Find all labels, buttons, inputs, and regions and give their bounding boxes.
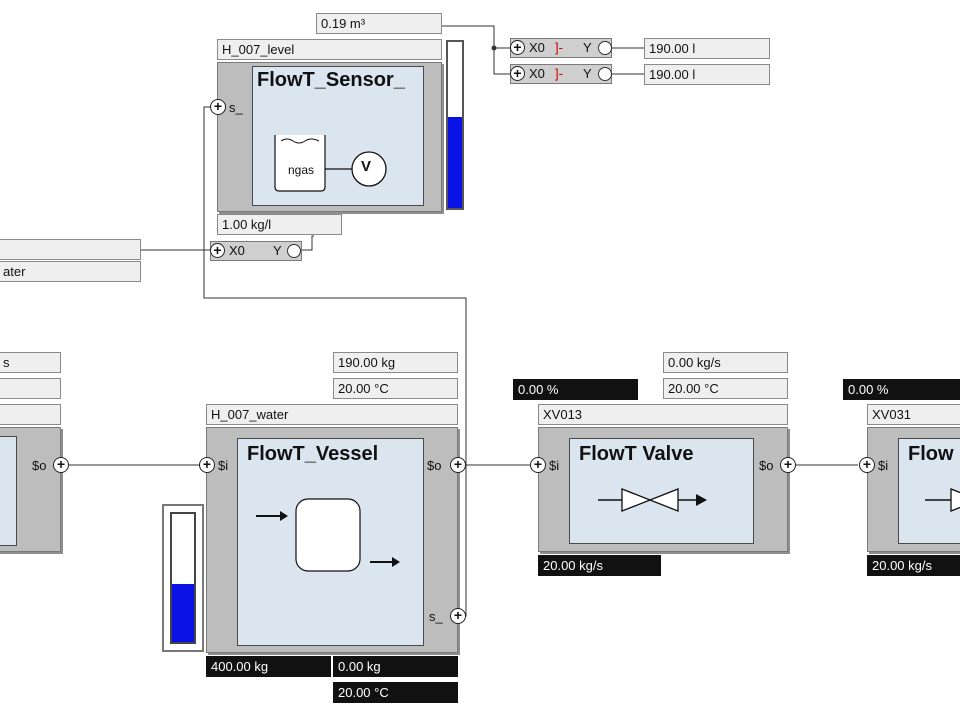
func-block-1-output-port[interactable] (598, 41, 612, 55)
vessel-level-fill (172, 584, 194, 642)
vessel-out-port[interactable]: + (450, 457, 466, 473)
func-block-3[interactable]: + X0 Y (210, 241, 302, 261)
func-block-2-output-port[interactable] (598, 67, 612, 81)
left-block-field-3[interactable] (0, 404, 61, 425)
valve2-flow-rate: 20.00 kg/s (867, 555, 960, 576)
volume-field[interactable]: 0.19 m³ (316, 13, 442, 34)
func-block-3-input-port[interactable]: + (210, 243, 225, 258)
valve-icon (598, 488, 707, 512)
vessel-title: FlowT_Vessel (247, 443, 379, 465)
flowt-vessel-block[interactable]: FlowT_Vessel (206, 427, 458, 653)
func-block-1-x0: X0 (529, 40, 545, 55)
sensor-title: FlowT_Sensor_ (257, 69, 405, 91)
output-field-1[interactable]: 190.00 l (644, 38, 770, 59)
valve-out-port[interactable]: + (780, 457, 796, 473)
vessel-s-label: s_ (429, 609, 443, 624)
valve2-tag: XV031 (867, 404, 960, 425)
valve-in-port[interactable]: + (530, 457, 546, 473)
sensor-inner-panel: FlowT_Sensor_ ngas V (252, 66, 424, 206)
vessel-inner-panel: FlowT_Vessel (237, 438, 424, 646)
sensor-level-bar (446, 40, 464, 210)
valve-flow-rate: 20.00 kg/s (538, 555, 661, 576)
valve2-in-label: $i (878, 458, 889, 473)
sensor-s-port-label: s_ (229, 100, 243, 115)
vessel-level-bar (170, 512, 196, 644)
func-block-2-link-icon: ]- (555, 66, 563, 81)
valve-tag: XV013 (538, 404, 788, 425)
func-block-3-x0: X0 (229, 243, 245, 258)
valve-out-label: $o (759, 458, 774, 473)
valve-inner-panel: FlowT Valve (569, 438, 754, 544)
tank-meter-icon (274, 135, 387, 192)
flowt-sensor-block[interactable]: FlowT_Sensor_ ngas V (217, 62, 442, 212)
func-block-3-y: Y (273, 243, 282, 258)
func-block-2-input-port[interactable]: + (510, 66, 525, 81)
vessel-temp-field[interactable]: 20.00 °C (333, 378, 458, 399)
valve2-icon (925, 488, 960, 512)
tank-label: ngas (288, 163, 315, 177)
meter-label: V (361, 158, 372, 175)
flowt-valve-block[interactable]: FlowT Valve (538, 427, 788, 552)
vessel-zero-mass: 0.00 kg (333, 656, 458, 677)
vessel-tag: H_007_water (206, 404, 458, 425)
left-block-field-1[interactable]: s (0, 352, 61, 373)
func-block-2-y: Y (583, 66, 592, 81)
sensor-tag: H_007_level (217, 39, 442, 60)
left-input-field-2[interactable]: ater (0, 261, 141, 282)
flowt-valve2-block[interactable]: Flow (867, 427, 960, 552)
func-block-2[interactable]: + X0 ]- Y (510, 64, 612, 84)
func-block-1-link-icon: ]- (555, 40, 563, 55)
valve2-in-port[interactable]: + (859, 457, 875, 473)
valve2-percent-field: 0.00 % (843, 379, 960, 400)
func-block-1-y: Y (583, 40, 592, 55)
left-block-inner (0, 436, 17, 546)
vessel-bottom-temp: 20.00 °C (333, 682, 458, 703)
valve2-inner-panel: Flow (898, 438, 960, 544)
valve-title: FlowT Valve (579, 443, 694, 465)
func-block-2-x0: X0 (529, 66, 545, 81)
valve-temp-field[interactable]: 20.00 °C (663, 378, 788, 399)
sensor-s-port[interactable]: + (210, 99, 226, 115)
valve-flow-field[interactable]: 0.00 kg/s (663, 352, 788, 373)
func-block-1[interactable]: + X0 ]- Y (510, 38, 612, 58)
density-field[interactable]: 1.00 kg/l (217, 214, 342, 235)
vessel-out-label: $o (427, 458, 442, 473)
valve2-title: Flow (908, 443, 954, 465)
vessel-level-frame (162, 504, 204, 652)
vessel-s-port[interactable]: + (450, 608, 466, 624)
sensor-level-fill (448, 116, 462, 208)
left-block-out-label: $o (32, 458, 47, 473)
func-block-3-output-port[interactable] (287, 244, 301, 258)
vessel-total-mass: 400.00 kg (206, 656, 331, 677)
func-block-1-input-port[interactable]: + (510, 40, 525, 55)
valve-in-label: $i (549, 458, 560, 473)
vessel-icon (256, 498, 400, 572)
left-input-field-1[interactable] (0, 239, 141, 260)
left-block-field-2[interactable] (0, 378, 61, 399)
vessel-in-label: $i (218, 458, 229, 473)
left-block-out-port[interactable]: + (53, 457, 69, 473)
valve-percent-field: 0.00 % (513, 379, 638, 400)
output-field-2[interactable]: 190.00 l (644, 64, 770, 85)
vessel-in-port[interactable]: + (199, 457, 215, 473)
left-block[interactable] (0, 427, 61, 552)
vessel-mass-field[interactable]: 190.00 kg (333, 352, 458, 373)
